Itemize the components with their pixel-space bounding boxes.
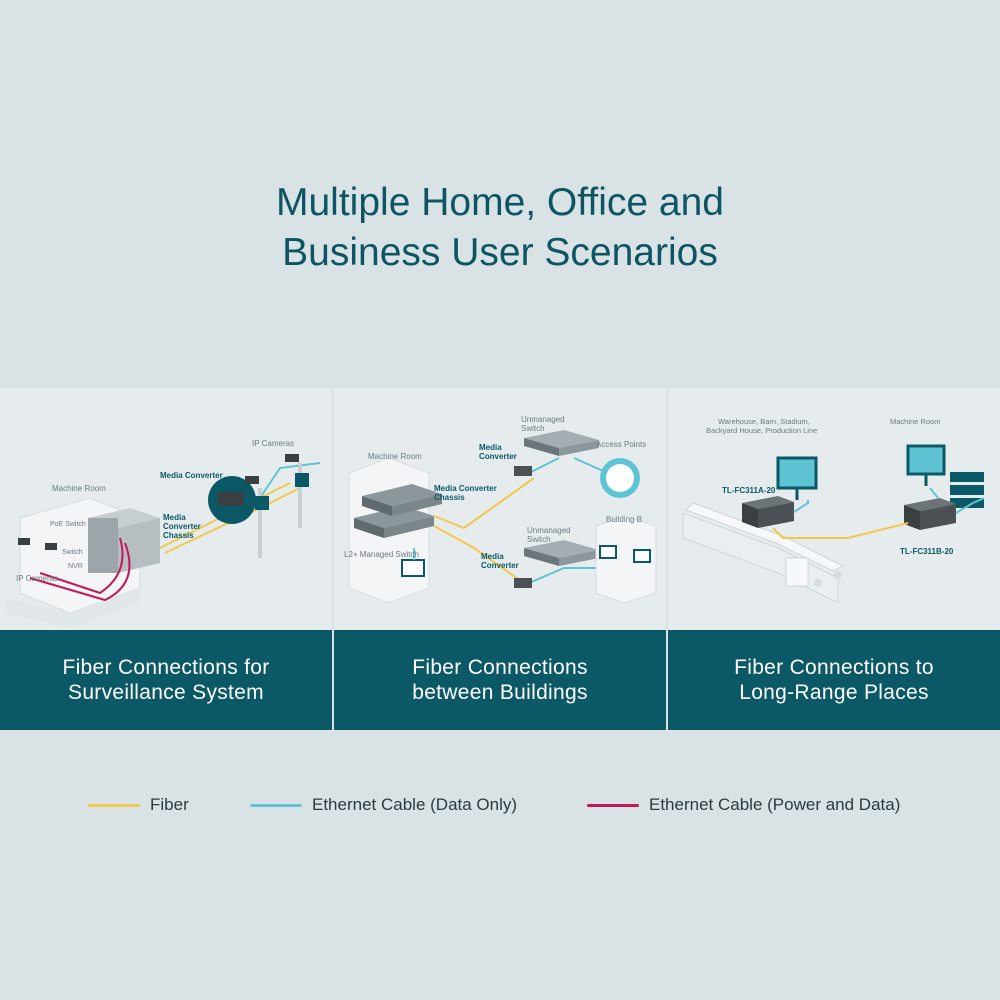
unmanaged-switch-top (524, 430, 599, 448)
legend-label-fiber: Fiber (150, 795, 189, 814)
illustration-buildings: Unmanaged Switch Media Converter Access … (334, 388, 666, 630)
fiber-cable (433, 525, 525, 584)
caption-line-2: Long-Range Places (739, 681, 929, 704)
legend-swatch-ethernet-data (250, 803, 302, 807)
caption-buildings: Fiber Connections between Buildings (334, 630, 666, 730)
scenario-panel-buildings: Unmanaged Switch Media Converter Access … (334, 388, 666, 730)
ethernet-cable (259, 462, 321, 499)
monitor-icon (401, 559, 425, 577)
long-range-diagram: Warehouse, Barn, Stadium, Backyard House… (682, 417, 985, 604)
media-converter-a (742, 496, 794, 528)
caption-long-range: Fiber Connections to Long-Range Places (668, 630, 1000, 730)
caption-line-2: between Buildings (412, 681, 588, 704)
caption-line-2: Surveillance System (68, 681, 264, 704)
ethernet-cable (528, 457, 560, 474)
poe-cable (39, 537, 124, 595)
label-machine-room: Machine Room (52, 484, 106, 493)
label-unmanaged-switch-bottom-2: Switch (527, 535, 551, 544)
fiber-cable (433, 477, 535, 530)
ethernet-cable (793, 500, 809, 513)
ip-camera-icon (245, 476, 259, 484)
outdoor-box (255, 496, 269, 510)
scenario-panel-surveillance: Machine Room IP Cameras Media Converter … (0, 388, 332, 730)
title-line-1: Multiple Home, Office and (276, 181, 724, 224)
building-b (595, 515, 657, 604)
monitor-icon (599, 545, 617, 559)
ip-camera-icon (18, 538, 30, 545)
legend-label-ethernet-power: Ethernet Cable (Power and Data) (649, 795, 901, 814)
title-line-2: Business User Scenarios (282, 231, 718, 274)
worker-icon (834, 571, 842, 579)
illustration-surveillance: Machine Room IP Cameras Media Converter … (0, 388, 332, 630)
unmanaged-switch-bottom (524, 540, 599, 558)
label-chassis-3: Chassis (163, 531, 194, 540)
legend-label-ethernet-data: Ethernet Cable (Data Only) (312, 795, 518, 814)
l2-managed-switch (354, 484, 442, 538)
media-converter-bottom (514, 578, 532, 588)
label-model-a: TL-FC311A-20 (722, 486, 776, 495)
page-title: Multiple Home, Office and Business User … (0, 178, 1000, 278)
poe-cable (29, 542, 131, 602)
scenario-panels: Machine Room IP Cameras Media Converter … (0, 388, 1000, 730)
legend-item-fiber: Fiber (88, 790, 189, 820)
label-media-converter-1: Media (479, 443, 502, 452)
worker-icon (814, 579, 822, 587)
label-unmanaged-switch-bottom-1: Unmanaged (527, 526, 571, 535)
outdoor-box (295, 473, 309, 487)
label-poe-switch: PoE Switch (50, 521, 86, 528)
legend-swatch-fiber (88, 803, 140, 807)
media-converter-b (904, 498, 956, 530)
fiber-cable (772, 522, 909, 539)
label-machine-room: Machine Room (368, 452, 422, 461)
label-chassis-1: Media (163, 513, 186, 522)
access-point-icon (606, 464, 634, 492)
server-stack (950, 472, 984, 508)
label-ip-cameras-bottom: IP Cameras (16, 574, 58, 583)
label-switch: Switch (62, 549, 83, 556)
scenario-panel-long-range: Warehouse, Barn, Stadium, Backyard House… (668, 388, 1000, 730)
label-building-b: Building B (606, 515, 642, 524)
label-media-converter-2: Converter (479, 452, 517, 461)
ip-camera-icon (45, 543, 57, 550)
caption-surveillance: Fiber Connections for Surveillance Syste… (0, 630, 332, 730)
monitor-icon (633, 549, 651, 563)
label-media-converter-bottom-1: Media (481, 552, 504, 561)
label-media-converter-bottom-2: Converter (481, 561, 519, 570)
cable-legend: Fiber Ethernet Cable (Data Only) Etherne… (0, 790, 1000, 820)
label-unmanaged-switch-2: Switch (521, 424, 545, 433)
caption-line-1: Fiber Connections (412, 656, 588, 679)
ethernet-cable (929, 487, 939, 499)
label-l2-switch: L2+ Managed Switch (344, 550, 419, 559)
label-nvr: NVR (68, 563, 83, 570)
label-media-converter: Media Converter (160, 471, 223, 480)
legend-item-ethernet-data: Ethernet Cable (Data Only) (250, 790, 517, 820)
caption-line-1: Fiber Connections for (62, 656, 270, 679)
buildings-diagram: Unmanaged Switch Media Converter Access … (344, 415, 657, 604)
building-base (5, 588, 140, 628)
label-chassis-2: Chassis (434, 493, 465, 502)
ip-camera-icon (285, 454, 299, 462)
label-chassis-1: Media Converter (434, 484, 497, 493)
legend-item-ethernet-power: Ethernet Cable (Power and Data) (587, 790, 900, 820)
surveillance-diagram: Machine Room IP Cameras Media Converter … (5, 439, 321, 628)
label-chassis-2: Converter (163, 522, 201, 531)
label-unmanaged-switch-1: Unmanaged (521, 415, 565, 424)
label-places-2: Backyard House, Production Line (706, 426, 817, 435)
label-machine-room: Machine Room (890, 417, 940, 426)
media-converter-device (218, 492, 244, 506)
label-model-b: TL-FC311B-20 (900, 547, 954, 556)
conveyor-top (685, 502, 845, 572)
label-access-points: Access Points (596, 440, 646, 449)
poe-switch-rack (88, 508, 160, 573)
ethernet-cable (955, 497, 985, 514)
machine-unit (785, 557, 809, 587)
monitor-right (906, 444, 946, 486)
label-ip-cameras: IP Cameras (252, 439, 294, 448)
legend-swatch-ethernet-power (587, 803, 639, 807)
monitor-left (776, 456, 818, 500)
media-converter-top (514, 466, 532, 476)
caption-line-1: Fiber Connections to (734, 656, 934, 679)
label-places-1: Warehouse, Barn, Stadium, (718, 417, 810, 426)
illustration-long-range: Warehouse, Barn, Stadium, Backyard House… (668, 388, 1000, 630)
